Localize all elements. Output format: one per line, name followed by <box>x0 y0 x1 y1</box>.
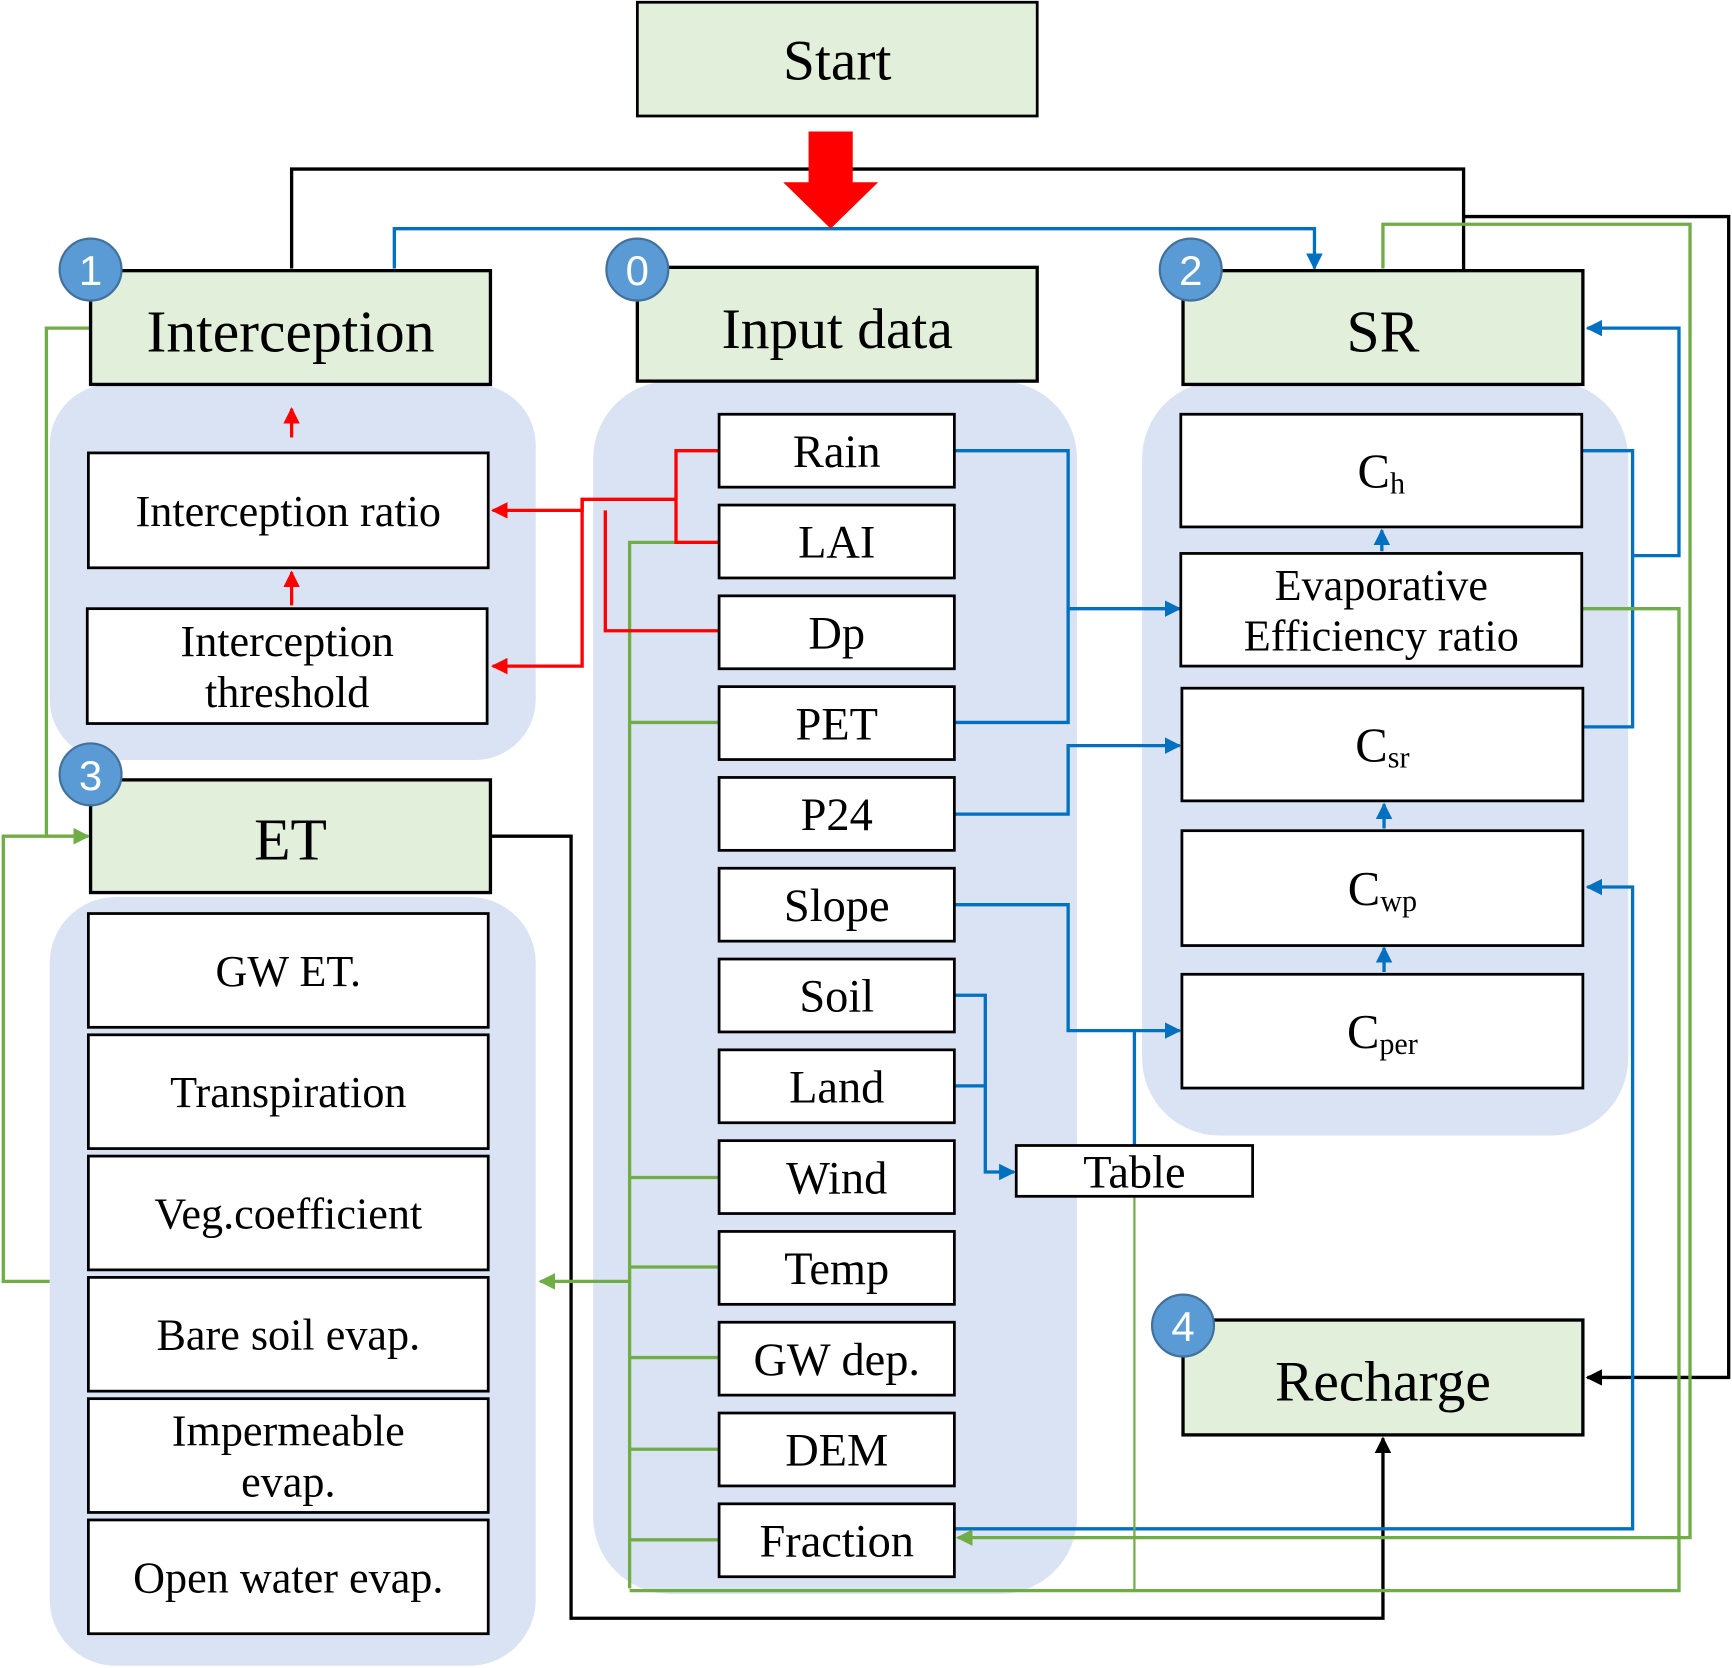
sr-item-c-per[interactable]: Cper <box>1180 972 1585 1090</box>
input-item-slope-label: Slope <box>784 881 890 932</box>
svg-text:1: 1 <box>79 247 102 294</box>
svg-text:2: 2 <box>1179 247 1202 294</box>
connector-interception-to-sr-top <box>289 167 1466 271</box>
input-item-gw-dep[interactable]: GW dep. <box>717 1320 956 1397</box>
input-item-pet[interactable]: PET <box>717 685 956 761</box>
et-item-veg-coefficient[interactable]: Veg.coefficient <box>86 1154 490 1272</box>
badge-et: 3 <box>58 742 123 807</box>
input-item-wind-label: Wind <box>786 1153 887 1204</box>
connector-interception-to-sr <box>392 227 1323 271</box>
et-item-impermeable-evap-label-line-2: evap. <box>241 1457 335 1506</box>
input-item-temp-label: Temp <box>784 1244 889 1295</box>
sr-item-c-sr[interactable]: Csr <box>1180 686 1585 803</box>
et-item-impermeable-evap-label-line-1: Impermeable <box>172 1407 405 1456</box>
sr-item-c-per-label: Cper <box>1347 1005 1418 1061</box>
input-item-pet-label: PET <box>796 699 878 750</box>
input-item-dp-label: Dp <box>808 609 865 660</box>
sr-item-c-h-label: Ch <box>1358 445 1405 501</box>
et-item-open-water-evap[interactable]: Open water evap. <box>86 1518 490 1636</box>
connector-soil-land-to-table <box>955 993 1016 1181</box>
start-arrow-icon <box>783 131 879 229</box>
sr-item-c-wp-label: Cwp <box>1348 862 1417 918</box>
input-item-dem[interactable]: DEM <box>717 1411 956 1488</box>
module-et[interactable]: ET <box>88 778 493 895</box>
et-item-veg-coefficient-label-line-1: Veg.coefficient <box>154 1189 422 1238</box>
interception-item-interception-threshold-label-line-1: Interception <box>180 617 393 666</box>
badge-input-data: 0 <box>605 237 670 302</box>
sr-item-evaporative-efficiency-ratio-label-line-1: Evaporative <box>1275 561 1488 610</box>
interception-item-interception-ratio[interactable]: Interception ratio <box>86 451 490 570</box>
sr-item-c-h[interactable]: Ch <box>1179 412 1584 529</box>
connector-ch-csr-to-sr <box>1582 449 1635 729</box>
et-item-transpiration[interactable]: Transpiration <box>86 1033 490 1150</box>
input-item-fraction[interactable]: Fraction <box>717 1502 956 1579</box>
input-item-dem-label: DEM <box>785 1426 888 1477</box>
input-item-soil[interactable]: Soil <box>717 957 956 1034</box>
connector-et-panel-loop <box>1 834 50 1284</box>
input-item-land-label: Land <box>789 1063 884 1114</box>
input-item-lai[interactable]: LAI <box>717 503 956 580</box>
svg-text:4: 4 <box>1171 1303 1194 1350</box>
connector-sr-to-fraction <box>956 222 1692 1546</box>
table-node[interactable]: Table <box>1014 1144 1254 1198</box>
badge-recharge: 4 <box>1150 1293 1216 1358</box>
start-label: Start <box>783 30 891 93</box>
input-item-slope[interactable]: Slope <box>717 866 956 943</box>
connector-to-interception-threshold <box>490 499 584 675</box>
et-item-gw-et[interactable]: GW ET. <box>86 912 490 1029</box>
recharge-title: Recharge <box>1275 1351 1491 1414</box>
interception-item-interception-threshold-label-line-2: threshold <box>205 668 369 717</box>
connector-rain-pet-to-evap <box>955 449 1070 725</box>
et-item-transpiration-label-line-1: Transpiration <box>170 1068 406 1117</box>
connector-to-sr-right <box>1585 319 1681 558</box>
badge-interception: 1 <box>58 237 123 302</box>
input-item-p24-label: P24 <box>801 790 873 841</box>
input-item-land[interactable]: Land <box>717 1048 956 1125</box>
module-recharge[interactable]: Recharge <box>1181 1318 1585 1437</box>
sr-title: SR <box>1346 298 1419 364</box>
connector-dp-to-ratio <box>603 510 720 633</box>
start-node[interactable]: Start <box>635 0 1039 118</box>
et-item-gw-et-label-line-1: GW ET. <box>216 947 362 996</box>
input-item-dp[interactable]: Dp <box>717 594 956 671</box>
connector-evap-to-input <box>629 607 1681 1593</box>
svg-text:0: 0 <box>626 247 649 294</box>
svg-text:3: 3 <box>79 752 102 799</box>
connector-et-to-recharge <box>491 834 1392 1620</box>
input-data-title: Input data <box>722 298 953 361</box>
connector-interception-to-et <box>44 326 91 845</box>
badge-sr: 2 <box>1158 237 1223 302</box>
input-item-gw-dep-label: GW dep. <box>753 1335 920 1386</box>
sr-item-c-sr-label: Csr <box>1355 719 1409 775</box>
input-item-rain[interactable]: Rain <box>717 412 956 489</box>
input-item-temp[interactable]: Temp <box>717 1230 956 1306</box>
input-item-fraction-label: Fraction <box>759 1517 914 1568</box>
table-label: Table <box>1083 1147 1185 1198</box>
sr-item-evaporative-efficiency-ratio-label-line-2: Efficiency ratio <box>1244 612 1519 661</box>
connector-slope-to-cper <box>955 903 1182 1039</box>
connector-sr-to-recharge <box>1463 214 1731 1386</box>
module-input-data[interactable]: Input data <box>635 265 1039 383</box>
et-item-bare-soil-evap[interactable]: Bare soil evap. <box>86 1276 490 1393</box>
connector-fraction-to-cwp <box>955 878 1635 1531</box>
sr-item-c-wp[interactable]: Cwp <box>1180 829 1585 947</box>
module-sr[interactable]: SR <box>1181 269 1585 387</box>
module-interception[interactable]: Interception <box>88 269 493 387</box>
connector-p24-to-csr <box>955 737 1182 816</box>
input-item-lai-label: LAI <box>798 518 875 569</box>
connector-rain-lai-branch <box>674 449 720 545</box>
interception-item-interception-ratio-label-line-1: Interception ratio <box>136 487 441 536</box>
input-item-wind[interactable]: Wind <box>717 1139 956 1215</box>
input-item-p24[interactable]: P24 <box>717 776 956 852</box>
interception-title: Interception <box>146 298 434 364</box>
input-item-soil-label: Soil <box>799 972 874 1023</box>
et-item-open-water-evap-label-line-1: Open water evap. <box>133 1553 443 1602</box>
et-item-bare-soil-evap-label-line-1: Bare soil evap. <box>156 1311 420 1360</box>
et-title: ET <box>254 806 327 872</box>
input-item-rain-label: Rain <box>793 427 881 478</box>
